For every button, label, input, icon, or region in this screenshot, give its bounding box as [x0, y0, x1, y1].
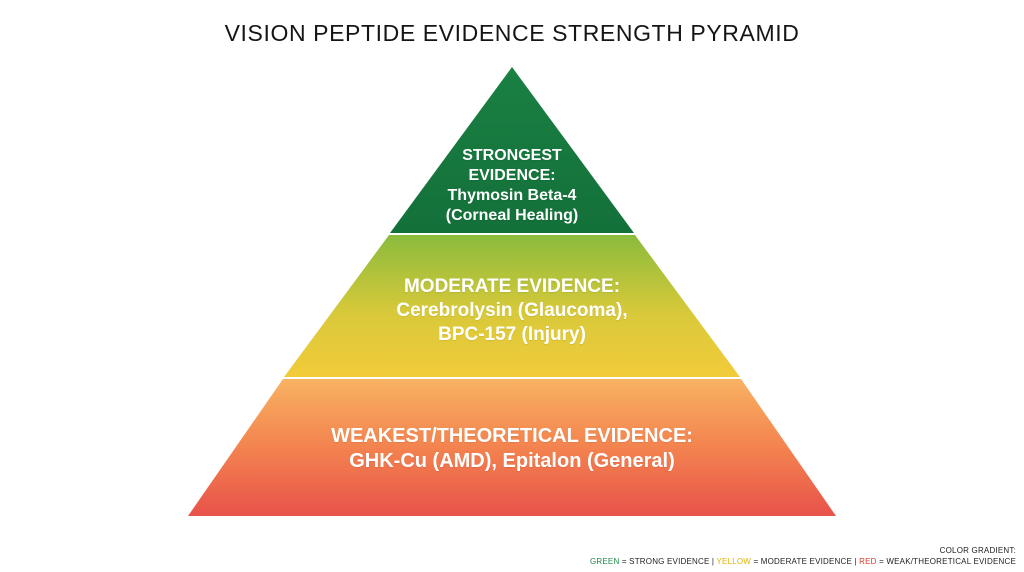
pyramid-tier-top — [390, 67, 634, 233]
tier-middle-line: Cerebrolysin (Glaucoma), — [396, 300, 628, 321]
legend-green-word: GREEN — [590, 557, 620, 566]
tier-middle-line: BPC-157 (Injury) — [438, 324, 586, 345]
tier-bottom-line: WEAKEST/THEORETICAL EVIDENCE: — [331, 425, 693, 447]
tier-bottom-line: GHK-Cu (AMD), Epitalon (General) — [349, 450, 675, 472]
pyramid-tier-middle — [284, 235, 740, 377]
tier-top-line: EVIDENCE: — [468, 167, 556, 184]
legend-yellow-word: YELLOW — [716, 557, 752, 566]
legend-heading: COLOR GRADIENT: — [939, 546, 1016, 555]
tier-middle-line: MODERATE EVIDENCE: — [403, 276, 621, 297]
tier-top-line: STRONGEST — [462, 147, 562, 164]
legend-line: GREEN = STRONG EVIDENCE | YELLOW = MODER… — [590, 556, 1016, 567]
color-legend: COLOR GRADIENT: GREEN = STRONG EVIDENCE … — [590, 545, 1016, 567]
legend-red-desc: = WEAK/THEORETICAL EVIDENCE — [876, 557, 1016, 566]
tier-middle-label: MODERATE EVIDENCE: Cerebrolysin (Glaucom… — [312, 275, 712, 347]
legend-red-word: RED — [859, 557, 877, 566]
tier-top-line: (Corneal Healing) — [445, 207, 579, 224]
page-title: VISION PEPTIDE EVIDENCE STRENGTH PYRAMID — [224, 20, 800, 46]
tier-top-line: Thymosin Beta-4 — [447, 187, 577, 204]
pyramid-tier-bottom — [188, 379, 836, 516]
tier-top-label: STRONGEST EVIDENCE: Thymosin Beta-4 (Cor… — [412, 146, 612, 226]
tier-bottom-label: WEAKEST/THEORETICAL EVIDENCE: GHK-Cu (AM… — [262, 424, 762, 474]
legend-green-desc: = STRONG EVIDENCE | — [619, 557, 717, 566]
legend-yellow-desc: = MODERATE EVIDENCE | — [751, 557, 860, 566]
